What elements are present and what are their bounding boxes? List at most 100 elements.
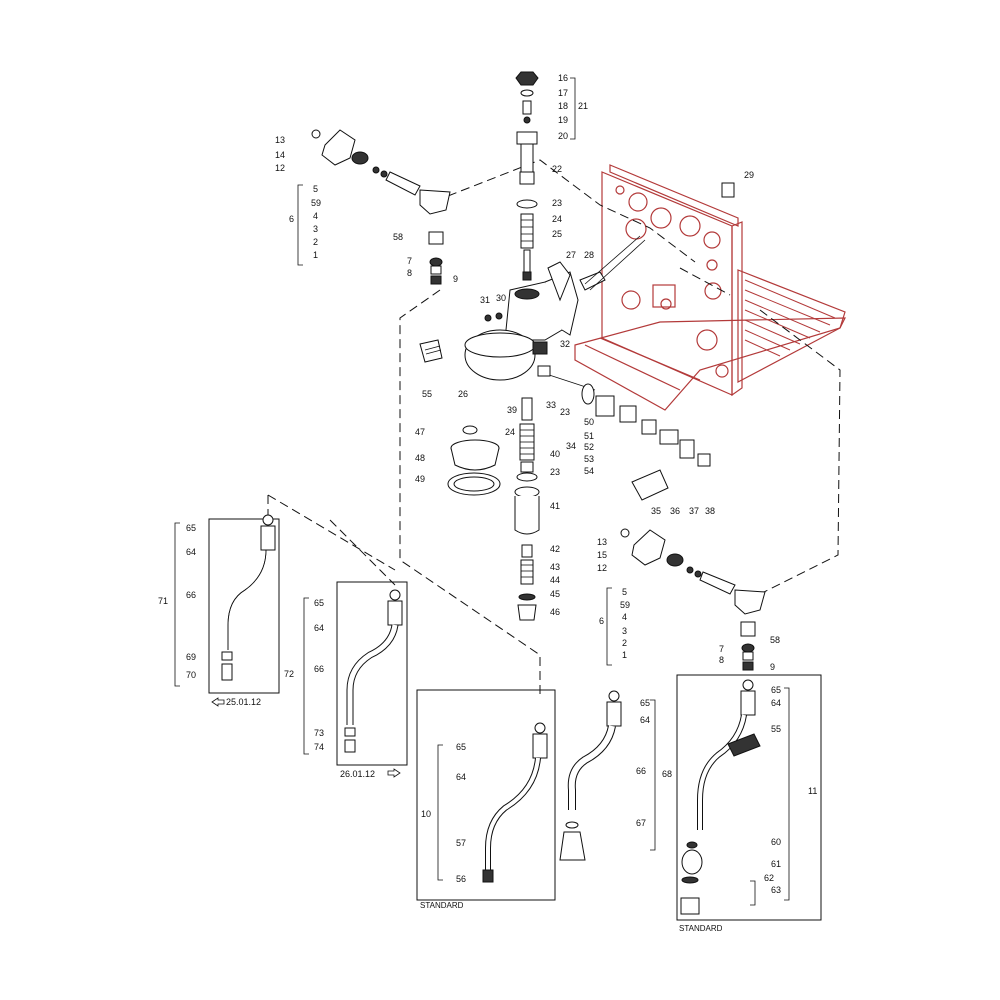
callout-c21: 21 bbox=[578, 101, 588, 111]
callout-c66a: 66 bbox=[186, 590, 196, 600]
steam-wand-68 bbox=[559, 690, 622, 861]
brackets bbox=[174, 77, 790, 906]
callout-c73: 73 bbox=[314, 728, 324, 738]
callout-c8a: 8 bbox=[407, 268, 412, 278]
standard-label-right: STANDARD bbox=[679, 924, 723, 933]
callout-c33: 33 bbox=[546, 400, 556, 410]
callout-c4b: 4 bbox=[622, 612, 627, 622]
callout-c58b: 58 bbox=[770, 635, 780, 645]
steam-arm bbox=[537, 182, 735, 501]
callout-c66b: 66 bbox=[314, 664, 324, 674]
callout-c51: 51 bbox=[584, 431, 594, 441]
standard-label-left: STANDARD bbox=[420, 901, 464, 910]
dashed-leaders bbox=[267, 159, 841, 695]
callout-c14: 14 bbox=[275, 150, 285, 160]
callout-c45: 45 bbox=[550, 589, 560, 599]
callout-c23a: 23 bbox=[552, 198, 562, 208]
upper-valve-column bbox=[515, 71, 539, 281]
callout-c37: 37 bbox=[689, 506, 699, 516]
callout-c44: 44 bbox=[550, 575, 560, 585]
callout-c64c: 64 bbox=[456, 772, 466, 782]
callout-c71: 71 bbox=[158, 596, 168, 606]
callout-c3a: 3 bbox=[313, 224, 318, 234]
callout-c9a: 9 bbox=[453, 274, 458, 284]
callout-c55a: 55 bbox=[422, 389, 432, 399]
callout-c6a: 6 bbox=[289, 214, 294, 224]
callout-c8b: 8 bbox=[719, 655, 724, 665]
kit-boxes bbox=[208, 518, 822, 921]
callout-c56: 56 bbox=[456, 874, 466, 884]
callout-c39: 39 bbox=[507, 405, 517, 415]
callout-c72: 72 bbox=[284, 669, 294, 679]
callout-c67: 67 bbox=[636, 818, 646, 828]
callout-c58a: 58 bbox=[393, 232, 403, 242]
callout-c36: 36 bbox=[670, 506, 680, 516]
callout-c10: 10 bbox=[421, 809, 431, 819]
callout-c65c: 65 bbox=[456, 742, 466, 752]
callout-c64a: 64 bbox=[186, 547, 196, 557]
steam-wand-10 bbox=[482, 722, 548, 883]
callout-c27: 27 bbox=[566, 250, 576, 260]
callout-c34: 34 bbox=[566, 441, 576, 451]
valve-right bbox=[620, 528, 766, 671]
callout-c12b: 12 bbox=[597, 563, 607, 573]
callout-c4a: 4 bbox=[313, 211, 318, 221]
valve-left bbox=[311, 129, 451, 285]
callout-c61: 61 bbox=[771, 859, 781, 869]
callout-c29: 29 bbox=[744, 170, 754, 180]
callout-c42: 42 bbox=[550, 544, 560, 554]
date-caption-left: 25.01.12 bbox=[211, 697, 261, 707]
callout-c23b: 23 bbox=[560, 407, 570, 417]
callout-c40: 40 bbox=[550, 449, 560, 459]
callout-c35: 35 bbox=[651, 506, 661, 516]
callout-c23c: 23 bbox=[550, 467, 560, 477]
callout-c64b: 64 bbox=[314, 623, 324, 633]
callout-c11: 11 bbox=[808, 786, 817, 796]
callout-c12a: 12 bbox=[275, 163, 285, 173]
machine-frame bbox=[574, 164, 846, 411]
callout-c13b: 13 bbox=[597, 537, 607, 547]
group-head bbox=[419, 235, 646, 381]
callout-c66c: 66 bbox=[636, 766, 646, 776]
callout-c19: 19 bbox=[558, 115, 568, 125]
callout-c57: 57 bbox=[456, 838, 466, 848]
callout-c15: 15 bbox=[597, 550, 607, 560]
date-left-text: 25.01.12 bbox=[226, 697, 261, 707]
callout-c64e: 64 bbox=[771, 698, 781, 708]
callout-c1b: 1 bbox=[622, 650, 627, 660]
callout-c65e: 65 bbox=[771, 685, 781, 695]
callout-c22: 22 bbox=[552, 164, 562, 174]
callout-c1a: 1 bbox=[313, 250, 318, 260]
steam-wand-11 bbox=[680, 679, 761, 915]
steam-wand-71 bbox=[221, 514, 276, 681]
callout-c47: 47 bbox=[415, 427, 425, 437]
callout-c5a: 5 bbox=[313, 184, 318, 194]
callout-c3b: 3 bbox=[622, 626, 627, 636]
callout-c17: 17 bbox=[558, 88, 568, 98]
callout-c65d: 65 bbox=[640, 698, 650, 708]
callout-c54: 54 bbox=[584, 466, 594, 476]
callout-c70: 70 bbox=[186, 670, 196, 680]
callout-c55b: 55 bbox=[771, 724, 781, 734]
callout-c28: 28 bbox=[584, 250, 594, 260]
callout-c59b: 59 bbox=[620, 600, 630, 610]
callout-c53: 53 bbox=[584, 454, 594, 464]
callout-c46: 46 bbox=[550, 607, 560, 617]
callout-c5b: 5 bbox=[622, 587, 627, 597]
callout-c31: 31 bbox=[480, 295, 490, 305]
callout-c50: 50 bbox=[584, 417, 594, 427]
callout-c2a: 2 bbox=[313, 237, 318, 247]
callout-c49: 49 bbox=[415, 474, 425, 484]
callout-c59a: 59 bbox=[311, 198, 321, 208]
callout-c32: 32 bbox=[560, 339, 570, 349]
callout-c18: 18 bbox=[558, 101, 568, 111]
callout-c52: 52 bbox=[584, 442, 594, 452]
callout-c2b: 2 bbox=[622, 638, 627, 648]
callout-c63: 63 bbox=[771, 885, 781, 895]
callout-c24a: 24 bbox=[552, 214, 562, 224]
callout-c65a: 65 bbox=[186, 523, 196, 533]
callout-c9b: 9 bbox=[770, 662, 775, 672]
